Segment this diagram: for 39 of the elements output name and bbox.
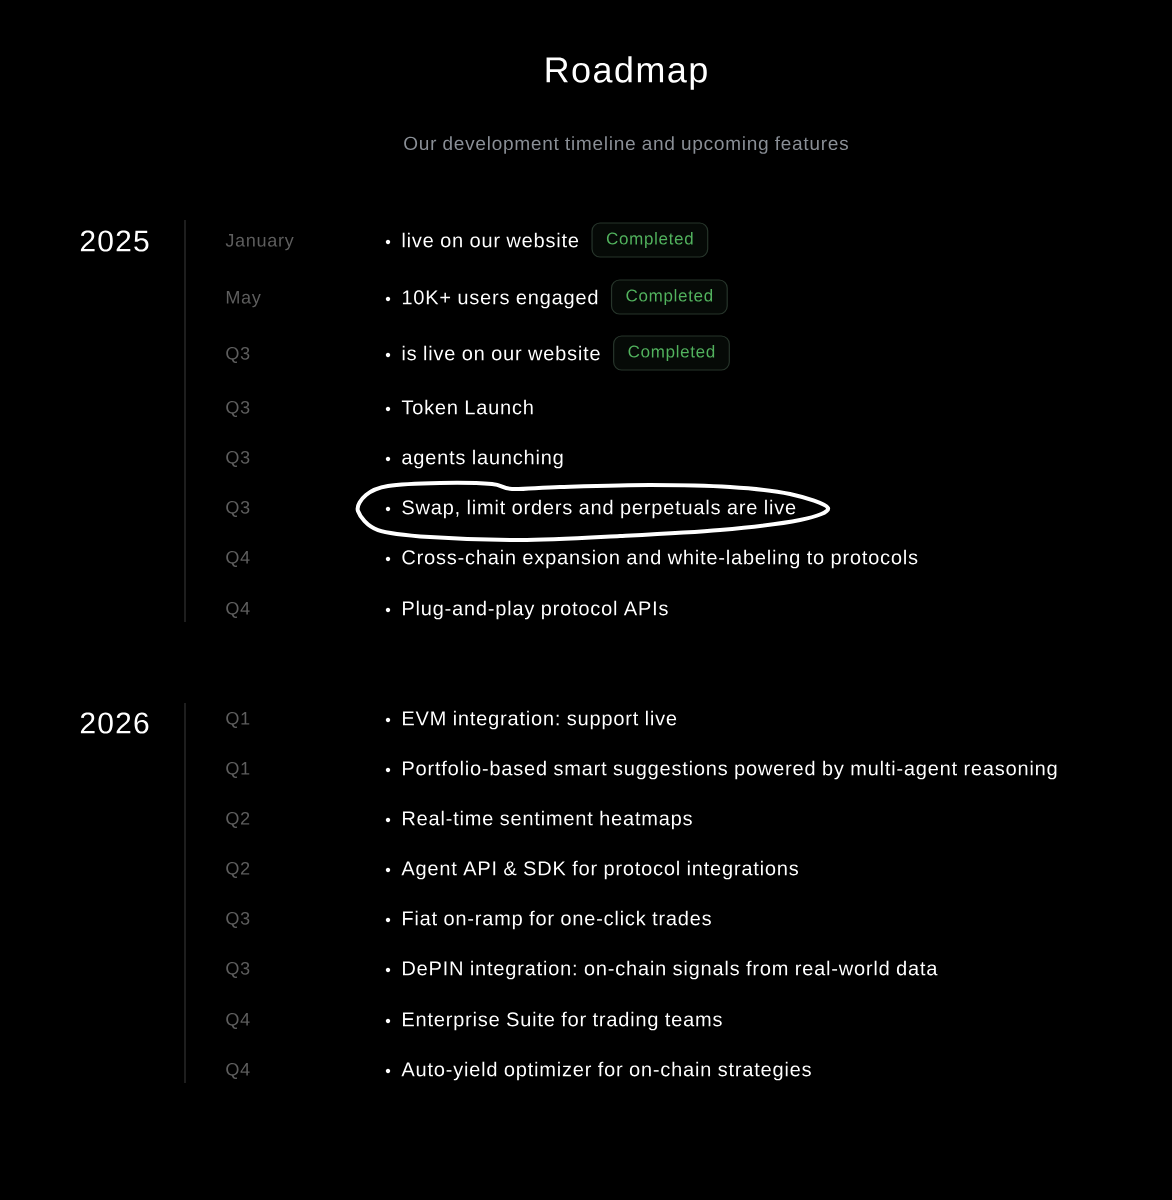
period-label: Q3 bbox=[226, 450, 250, 467]
year-label: 2026 bbox=[80, 712, 149, 734]
milestone-text: Auto-yield optimizer for on-chain strategies bbox=[401, 1061, 811, 1081]
period-label: Q3 bbox=[226, 961, 250, 978]
milestone-text: Real-time sentiment heatmaps bbox=[403, 810, 692, 830]
period-label: Q1 bbox=[226, 761, 250, 778]
period-label: Q4 bbox=[226, 601, 250, 618]
period-label: Q4 bbox=[226, 1062, 250, 1079]
subtitle: Our development timeline and upcoming features bbox=[404, 136, 848, 154]
period-label: Q3 bbox=[226, 400, 250, 417]
milestone-text: Swap, limit orders and perpetuals are live bbox=[402, 499, 796, 519]
period-label: Q3 bbox=[226, 911, 250, 928]
milestone-text: live on our website bbox=[402, 232, 579, 248]
year-label: 2025 bbox=[80, 230, 149, 252]
status-badge: Completed bbox=[591, 222, 709, 258]
period-label: Q3 bbox=[226, 500, 250, 517]
milestone-text: Fiat on-ramp for one-click trades bbox=[403, 910, 711, 930]
period-label: Q3 bbox=[226, 346, 250, 363]
status-badge: Completed bbox=[613, 335, 730, 371]
milestone-text: agents launching bbox=[402, 449, 563, 469]
milestone-text: Agent API & SDK for protocol integrations bbox=[401, 860, 798, 880]
milestone-text: Enterprise Suite for trading teams bbox=[403, 1011, 722, 1031]
period-label: May bbox=[226, 291, 261, 308]
milestone-text: Plug-and-play protocol APIs bbox=[403, 600, 668, 620]
period-label: Q2 bbox=[226, 811, 250, 828]
period-label: Q1 bbox=[226, 711, 250, 728]
milestone-text: Token Launch bbox=[401, 399, 533, 415]
status-badge: Completed bbox=[610, 279, 728, 315]
period-label: Q2 bbox=[226, 861, 250, 878]
period-label: Q4 bbox=[226, 1012, 250, 1029]
milestone-text: Cross-chain expansion and white-labeling to protocols bbox=[402, 549, 918, 569]
milestone-text: Portfolio-based smart suggestions powered by multi-agent reasoning bbox=[403, 760, 1057, 780]
period-label: Q4 bbox=[226, 550, 250, 567]
milestone-text: 10K+ users engaged bbox=[402, 289, 598, 309]
milestone-text: EVM integration: support live bbox=[403, 710, 677, 730]
milestone-text: DePIN integration: on-chain signals from real-world data bbox=[403, 960, 938, 980]
milestone-text: is live on our website bbox=[402, 345, 600, 361]
title: Roadmap bbox=[546, 56, 707, 90]
period-label: January bbox=[225, 234, 294, 251]
